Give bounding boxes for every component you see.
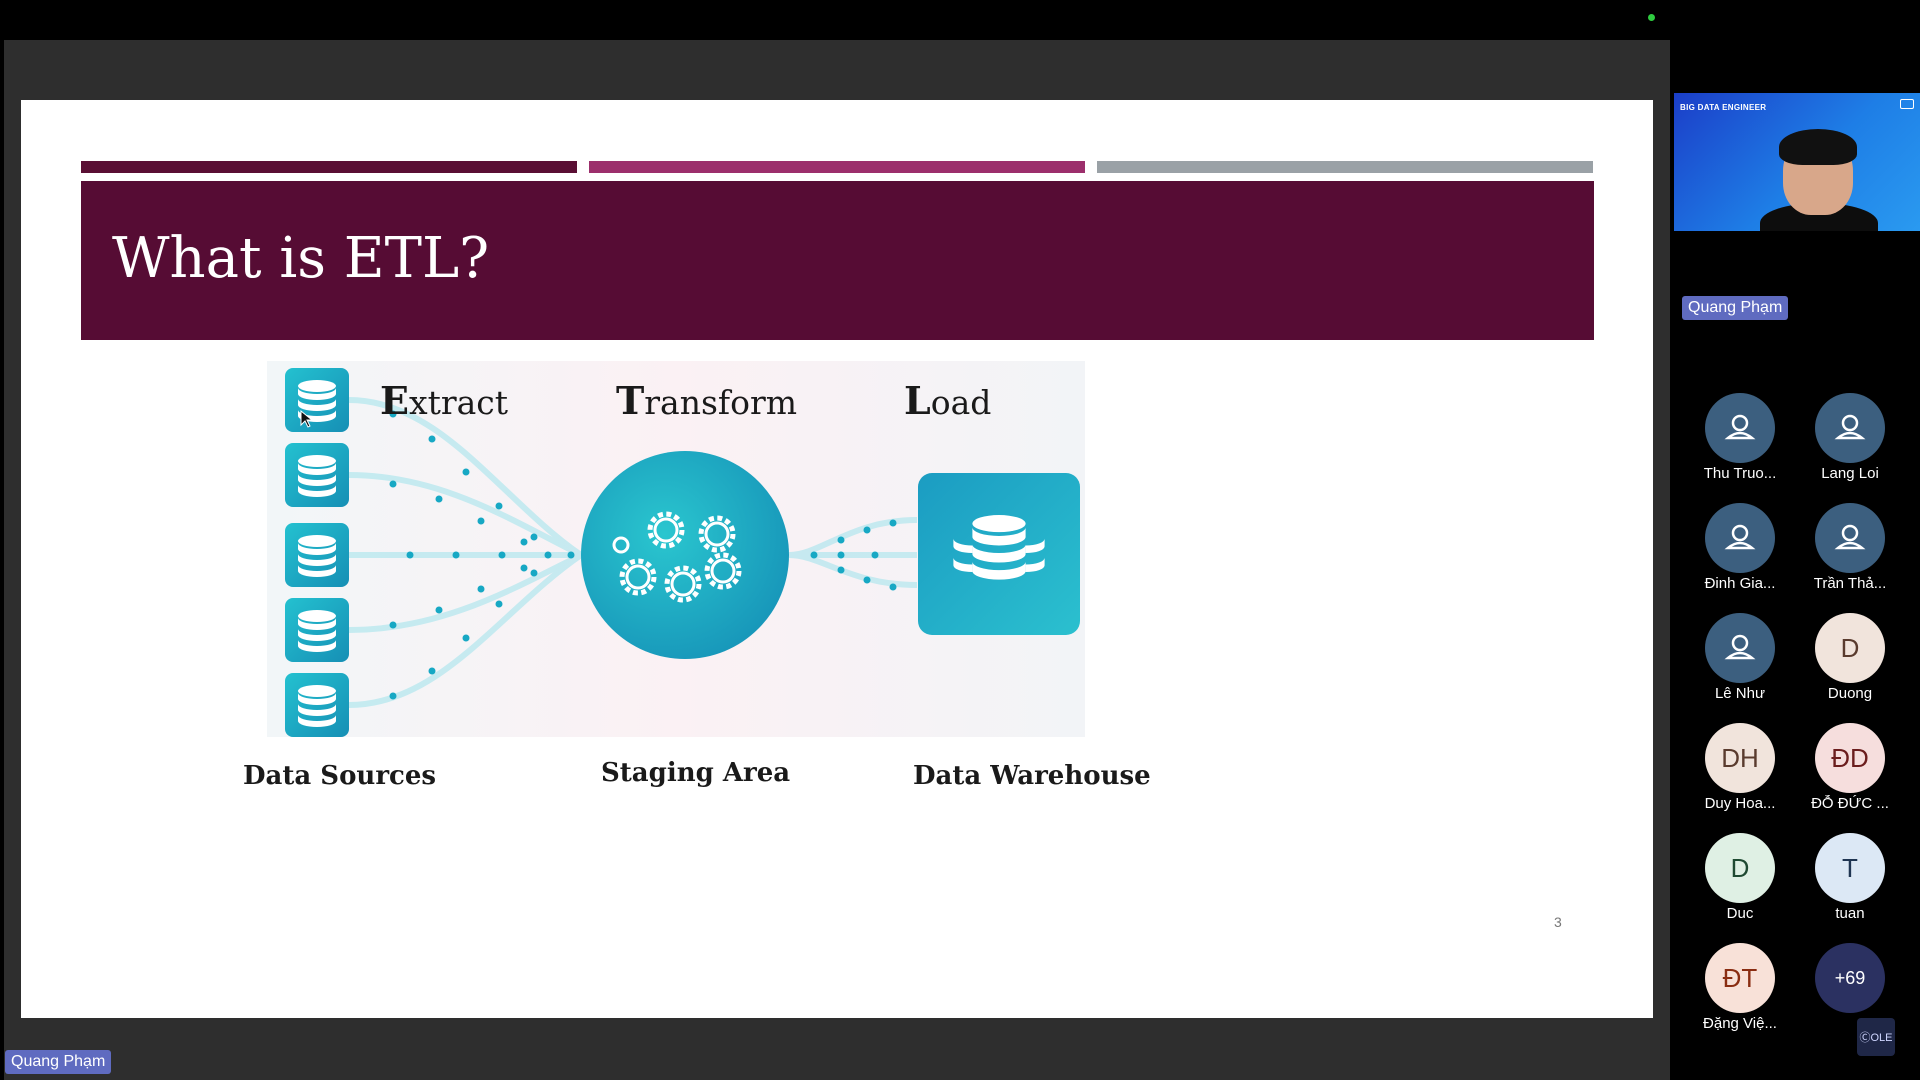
accent-bar <box>1097 161 1593 173</box>
person-icon <box>1705 393 1775 463</box>
accent-bar <box>589 161 1085 173</box>
gears-icon <box>612 514 739 600</box>
participant-avatar: T <box>1815 833 1885 903</box>
participant-tile[interactable]: D Duong <box>1795 613 1905 702</box>
presenter-hair <box>1779 129 1857 165</box>
participant-tile[interactable]: ĐT Đặng Việ... <box>1685 943 1795 1032</box>
participant-name: Lê Như <box>1714 685 1766 702</box>
person-icon <box>1815 503 1885 573</box>
data-source-5 <box>285 673 349 737</box>
participant-name: Duy Hoa... <box>1704 795 1776 812</box>
participant-name: Đinh Gia... <box>1704 575 1776 592</box>
participant-tile[interactable]: Thu Truo... <box>1685 393 1795 482</box>
presenter-name-tag: Quang Phạm <box>1682 296 1789 320</box>
staging-hub <box>581 451 789 659</box>
participant-avatar: D <box>1815 613 1885 683</box>
staging-area-label: Staging Area <box>601 758 791 788</box>
participant-tile[interactable]: Trần Thả... <box>1795 503 1905 592</box>
etl-diagram <box>267 361 1085 737</box>
participant-tile[interactable]: D Duc <box>1685 833 1795 922</box>
participant-name: Thu Truo... <box>1703 465 1777 482</box>
data-source-3 <box>285 523 349 587</box>
data-warehouse <box>918 473 1080 635</box>
person-icon <box>1705 613 1775 683</box>
more-participants[interactable]: +69 <box>1795 943 1905 1013</box>
participant-name: Đặng Việ... <box>1703 1015 1777 1032</box>
presenter-video[interactable]: BIG DATA ENGINEER <box>1674 93 1920 231</box>
participant-tile[interactable]: DH Duy Hoa... <box>1685 723 1795 812</box>
data-warehouse-label: Data Warehouse <box>913 761 1151 791</box>
participants-sidebar: BIG DATA ENGINEER Quang Phạm Thu Truo...… <box>1670 0 1920 1080</box>
database-icon <box>953 515 1045 580</box>
app-menu-button[interactable]: ⒸOLE <box>1857 1018 1895 1056</box>
participant-tile[interactable]: Lang Loi <box>1795 393 1905 482</box>
title-band: What is ETL? <box>81 181 1594 340</box>
participant-name: tuan <box>1835 905 1865 922</box>
participant-name: Trần Thả... <box>1813 575 1887 592</box>
person-icon <box>1815 393 1885 463</box>
data-source-1 <box>285 368 349 432</box>
flow-dots <box>389 410 897 700</box>
participant-tile[interactable]: Lê Như <box>1685 613 1795 702</box>
participant-avatar: ĐD <box>1815 723 1885 793</box>
slide-title: What is ETL? <box>112 226 490 291</box>
participant-avatar: D <box>1705 833 1775 903</box>
participant-tile[interactable]: Đinh Gia... <box>1685 503 1795 592</box>
shared-screen-pane: What is ETL? <box>4 40 1670 1080</box>
presentation-slide: What is ETL? <box>21 100 1653 1018</box>
participant-name: Duong <box>1827 685 1873 702</box>
accent-bar <box>81 161 577 173</box>
participant-avatar: ĐT <box>1705 943 1775 1013</box>
mouse-cursor-icon <box>300 409 314 428</box>
phase-load-label: Load <box>904 378 992 423</box>
data-source-4 <box>285 598 349 662</box>
phase-transform-label: Transform <box>616 378 798 423</box>
data-source-2 <box>285 443 349 507</box>
connection-status-dot <box>1648 14 1655 21</box>
video-overlay-caption: BIG DATA ENGINEER <box>1680 103 1767 112</box>
person-icon <box>1705 503 1775 573</box>
participant-tile[interactable]: ĐD ĐỖ ĐỨC ... <box>1795 723 1905 812</box>
phase-extract-label: Extract <box>380 378 509 423</box>
screen-share-owner-tag: Quang Phạm <box>5 1050 112 1074</box>
participant-name: Lang Loi <box>1821 465 1879 482</box>
more-participants-button[interactable]: +69 <box>1815 943 1885 1013</box>
logo-icon <box>1900 99 1914 109</box>
participant-name: ĐỖ ĐỨC ... <box>1811 795 1889 812</box>
participant-avatar: DH <box>1705 723 1775 793</box>
participant-name: Duc <box>1726 905 1754 922</box>
data-sources-label: Data Sources <box>243 761 437 791</box>
slide-number: 3 <box>1554 914 1562 930</box>
